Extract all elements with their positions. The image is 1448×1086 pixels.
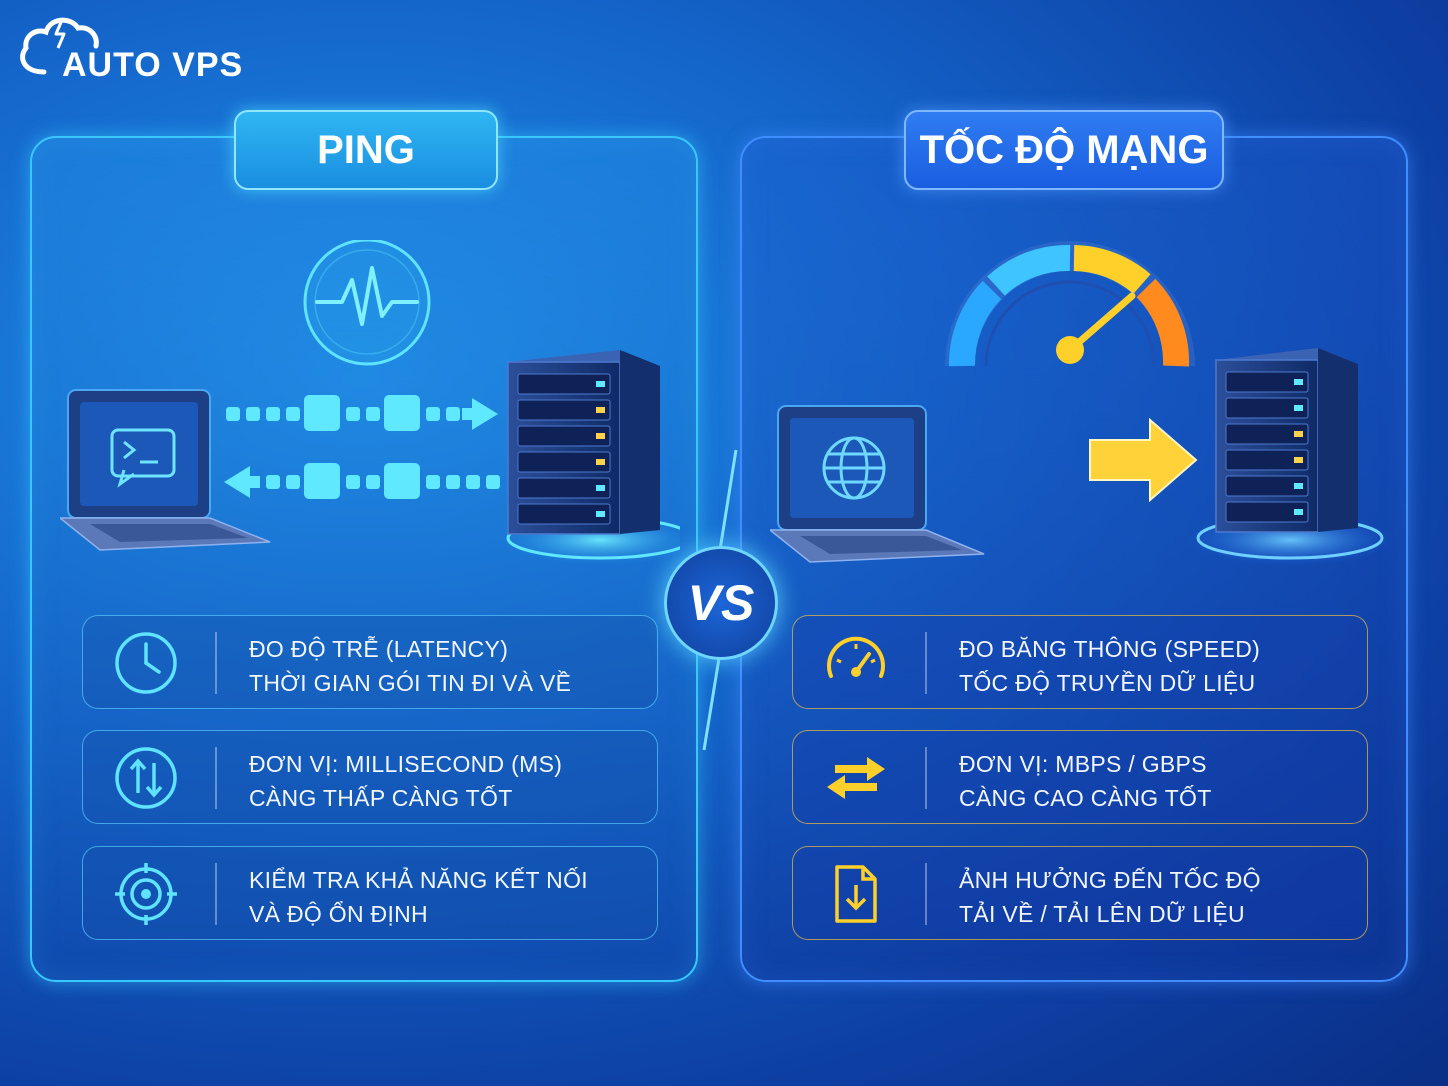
speed-illustration: [770, 241, 1394, 566]
feature-line-2: CÀNG THẤP CÀNG TỐT: [249, 785, 513, 811]
row-divider: [215, 863, 217, 925]
speed-feature-bandwidth: ĐO BĂNG THÔNG (SPEED) TỐC ĐỘ TRUYỀN DỮ L…: [792, 615, 1368, 709]
ping-feature-unit: ĐƠN VỊ: MILLISECOND (MS) CÀNG THẤP CÀNG …: [82, 730, 658, 824]
data-transfer-beams: [930, 417, 1198, 503]
clock-icon: [115, 632, 177, 694]
feature-line-2: CÀNG CAO CÀNG TỐT: [959, 785, 1212, 811]
up-down-arrows-icon: [115, 747, 177, 809]
feature-line-1: ĐƠN VỊ: MILLISECOND (MS): [249, 751, 563, 777]
row-divider: [215, 747, 217, 809]
row-divider: [925, 863, 927, 925]
brand-name: AUTO VPS: [62, 46, 244, 84]
feature-line-1: ĐƠN VỊ: MBPS / GBPS: [959, 751, 1207, 777]
speed-feature-unit: ĐƠN VỊ: MBPS / GBPS CÀNG CAO CÀNG TỐT: [792, 730, 1368, 824]
laptop-icon: [60, 389, 271, 551]
feature-line-2: VÀ ĐỘ ỔN ĐỊNH: [249, 901, 428, 927]
cloud-icon: [20, 17, 99, 75]
feature-line-1: ẢNH HƯỞNG ĐẾN TỐC ĐỘ: [959, 867, 1261, 893]
heartbeat-icon: [303, 240, 431, 366]
speed-gauge-icon: [945, 241, 1195, 367]
ping-feature-stability: KIỂM TRA KHẢ NĂNG KẾT NỐI VÀ ĐỘ ỔN ĐỊNH: [82, 846, 658, 940]
feature-line-1: KIỂM TRA KHẢ NĂNG KẾT NỐI: [249, 867, 588, 893]
feature-line-2: TỐC ĐỘ TRUYỀN DỮ LIỆU: [959, 670, 1256, 696]
server-icon: [1186, 348, 1394, 566]
speed-feature-transfer: ẢNH HƯỞNG ĐẾN TỐC ĐỘ TẢI VỀ / TẢI LÊN DỮ…: [792, 846, 1368, 940]
feature-line-2: TẢI VỀ / TẢI LÊN DỮ LIỆU: [959, 901, 1245, 927]
laptop-icon: [770, 405, 985, 563]
ping-illustration: [60, 240, 680, 566]
feature-line-2: THỜI GIAN GÓI TIN ĐI VÀ VỀ: [249, 670, 572, 696]
vs-badge: VS: [664, 546, 778, 660]
outgoing-packets: [226, 395, 498, 431]
brand-logo: AUTO VPS: [14, 10, 254, 84]
server-icon: [496, 350, 680, 566]
row-divider: [925, 747, 927, 809]
incoming-packets: [224, 463, 500, 499]
download-file-icon: [835, 865, 877, 923]
globe-icon: [822, 436, 886, 500]
ping-feature-latency: ĐO ĐỘ TRỄ (LATENCY) THỜI GIAN GÓI TIN ĐI…: [82, 615, 658, 709]
feature-line-1: ĐO ĐỘ TRỄ (LATENCY): [249, 636, 509, 662]
feature-line-1: ĐO BĂNG THÔNG (SPEED): [959, 636, 1261, 662]
ping-title: PING: [234, 110, 498, 190]
row-divider: [925, 632, 927, 694]
target-icon: [115, 863, 177, 925]
swap-arrows-icon: [827, 757, 885, 799]
speed-title: TỐC ĐỘ MẠNG: [904, 110, 1224, 190]
speedometer-icon: [827, 636, 885, 678]
row-divider: [215, 632, 217, 694]
